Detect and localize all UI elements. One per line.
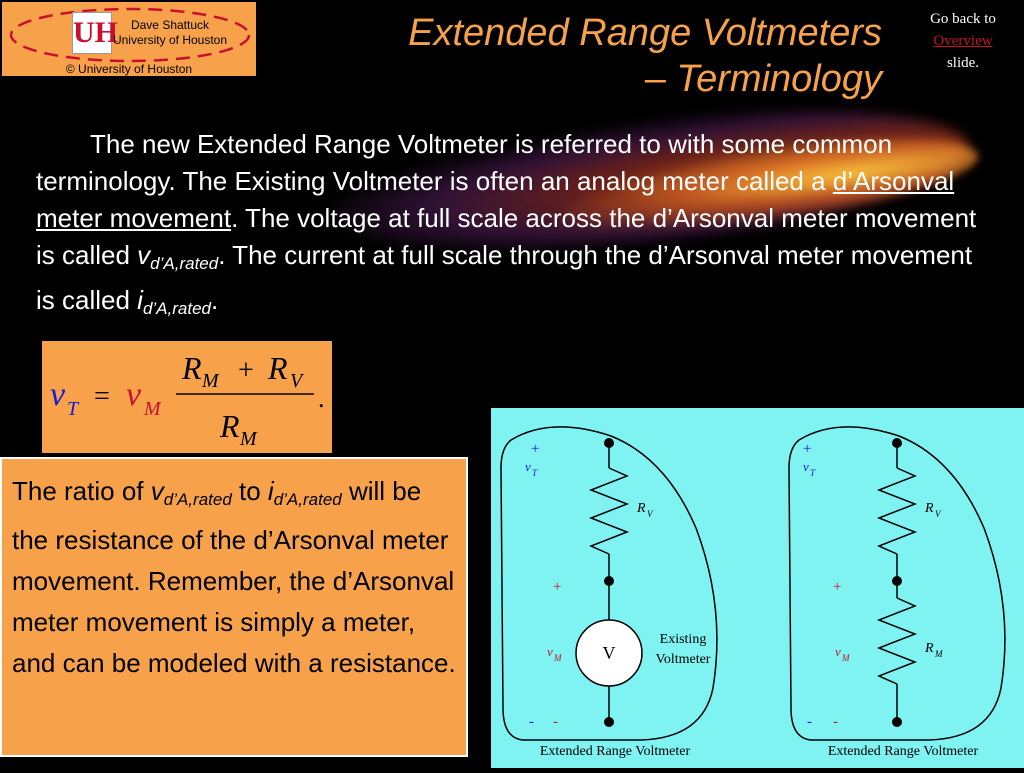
svg-text:+: +	[833, 579, 841, 595]
svg-text:v: v	[835, 644, 841, 659]
uh-emblem-icon: UH	[72, 12, 118, 54]
svg-text:v: v	[126, 376, 142, 413]
svg-text:R: R	[924, 501, 934, 516]
svg-text:+: +	[238, 355, 254, 386]
right-circuit: + v T R V + v M R M - - Extended Range V…	[788, 426, 1006, 759]
svg-text:=: =	[94, 381, 110, 412]
svg-text:M: M	[841, 653, 850, 663]
svg-text:V: V	[290, 370, 305, 392]
svg-text:V: V	[647, 509, 654, 519]
svg-text:M: M	[201, 370, 220, 392]
svg-text:M: M	[934, 649, 943, 659]
svg-text:v: v	[803, 459, 809, 474]
overview-link[interactable]: Overview	[933, 33, 993, 49]
svg-text:Extended Range Voltmeter: Extended Range Voltmeter	[540, 744, 691, 759]
university-logo-block: UH Dave Shattuck University of Houston ©…	[2, 2, 256, 76]
svg-text:V: V	[935, 509, 942, 519]
svg-text:+: +	[803, 441, 811, 457]
svg-text:T: T	[67, 398, 80, 420]
equation-box: v T = v M R M + R V R M .	[42, 341, 332, 453]
voltage-equation: v T = v M R M + R V R M .	[50, 350, 325, 450]
svg-text:M: M	[239, 428, 258, 450]
svg-text:-: -	[529, 714, 534, 730]
ratio-explanation-box: The ratio of vd’A,rated to id’A,rated wi…	[0, 457, 468, 757]
logo-dashed-oval	[9, 7, 251, 63]
svg-text:T: T	[810, 468, 816, 478]
logo-author-name: Dave Shattuck University of Houston	[112, 18, 228, 47]
circuit-diagrams-panel: + v T R V + v M V Existing Voltmeter - -…	[491, 408, 1024, 768]
svg-text:+: +	[553, 579, 561, 595]
go-back-nav: Go back to Overview slide.	[930, 11, 996, 71]
svg-text:v: v	[525, 459, 531, 474]
svg-text:Existing: Existing	[660, 632, 707, 647]
svg-text:R: R	[219, 408, 240, 444]
left-circuit: + v T R V + v M V Existing Voltmeter - -…	[500, 426, 718, 759]
slide-title: Extended Range Voltmeters – Terminology	[408, 12, 882, 100]
svg-text:Voltmeter: Voltmeter	[656, 652, 711, 667]
svg-text:-: -	[807, 714, 812, 730]
svg-text:.: .	[318, 384, 325, 413]
darsonval-term: d’Arsonval meter movement	[36, 166, 955, 233]
svg-text:R: R	[636, 501, 646, 516]
svg-text:R: R	[924, 641, 934, 656]
circuit-diagrams: + v T R V + v M V Existing Voltmeter - -…	[500, 426, 1006, 759]
svg-text:v: v	[50, 376, 66, 413]
svg-text:v: v	[547, 644, 553, 659]
logo-copyright: © University of Houston	[65, 62, 193, 76]
intro-paragraph: The new Extended Range Voltmeter is refe…	[36, 129, 977, 318]
svg-text:-: -	[553, 714, 558, 730]
svg-text:R: R	[267, 350, 288, 386]
svg-text:V: V	[603, 643, 616, 663]
svg-text:+: +	[531, 441, 539, 457]
svg-text:M: M	[143, 398, 162, 420]
svg-text:-: -	[833, 714, 838, 730]
svg-text:M: M	[553, 653, 562, 663]
svg-text:R: R	[181, 350, 202, 386]
svg-text:Extended Range Voltmeter: Extended Range Voltmeter	[828, 744, 979, 759]
svg-text:T: T	[532, 468, 538, 478]
